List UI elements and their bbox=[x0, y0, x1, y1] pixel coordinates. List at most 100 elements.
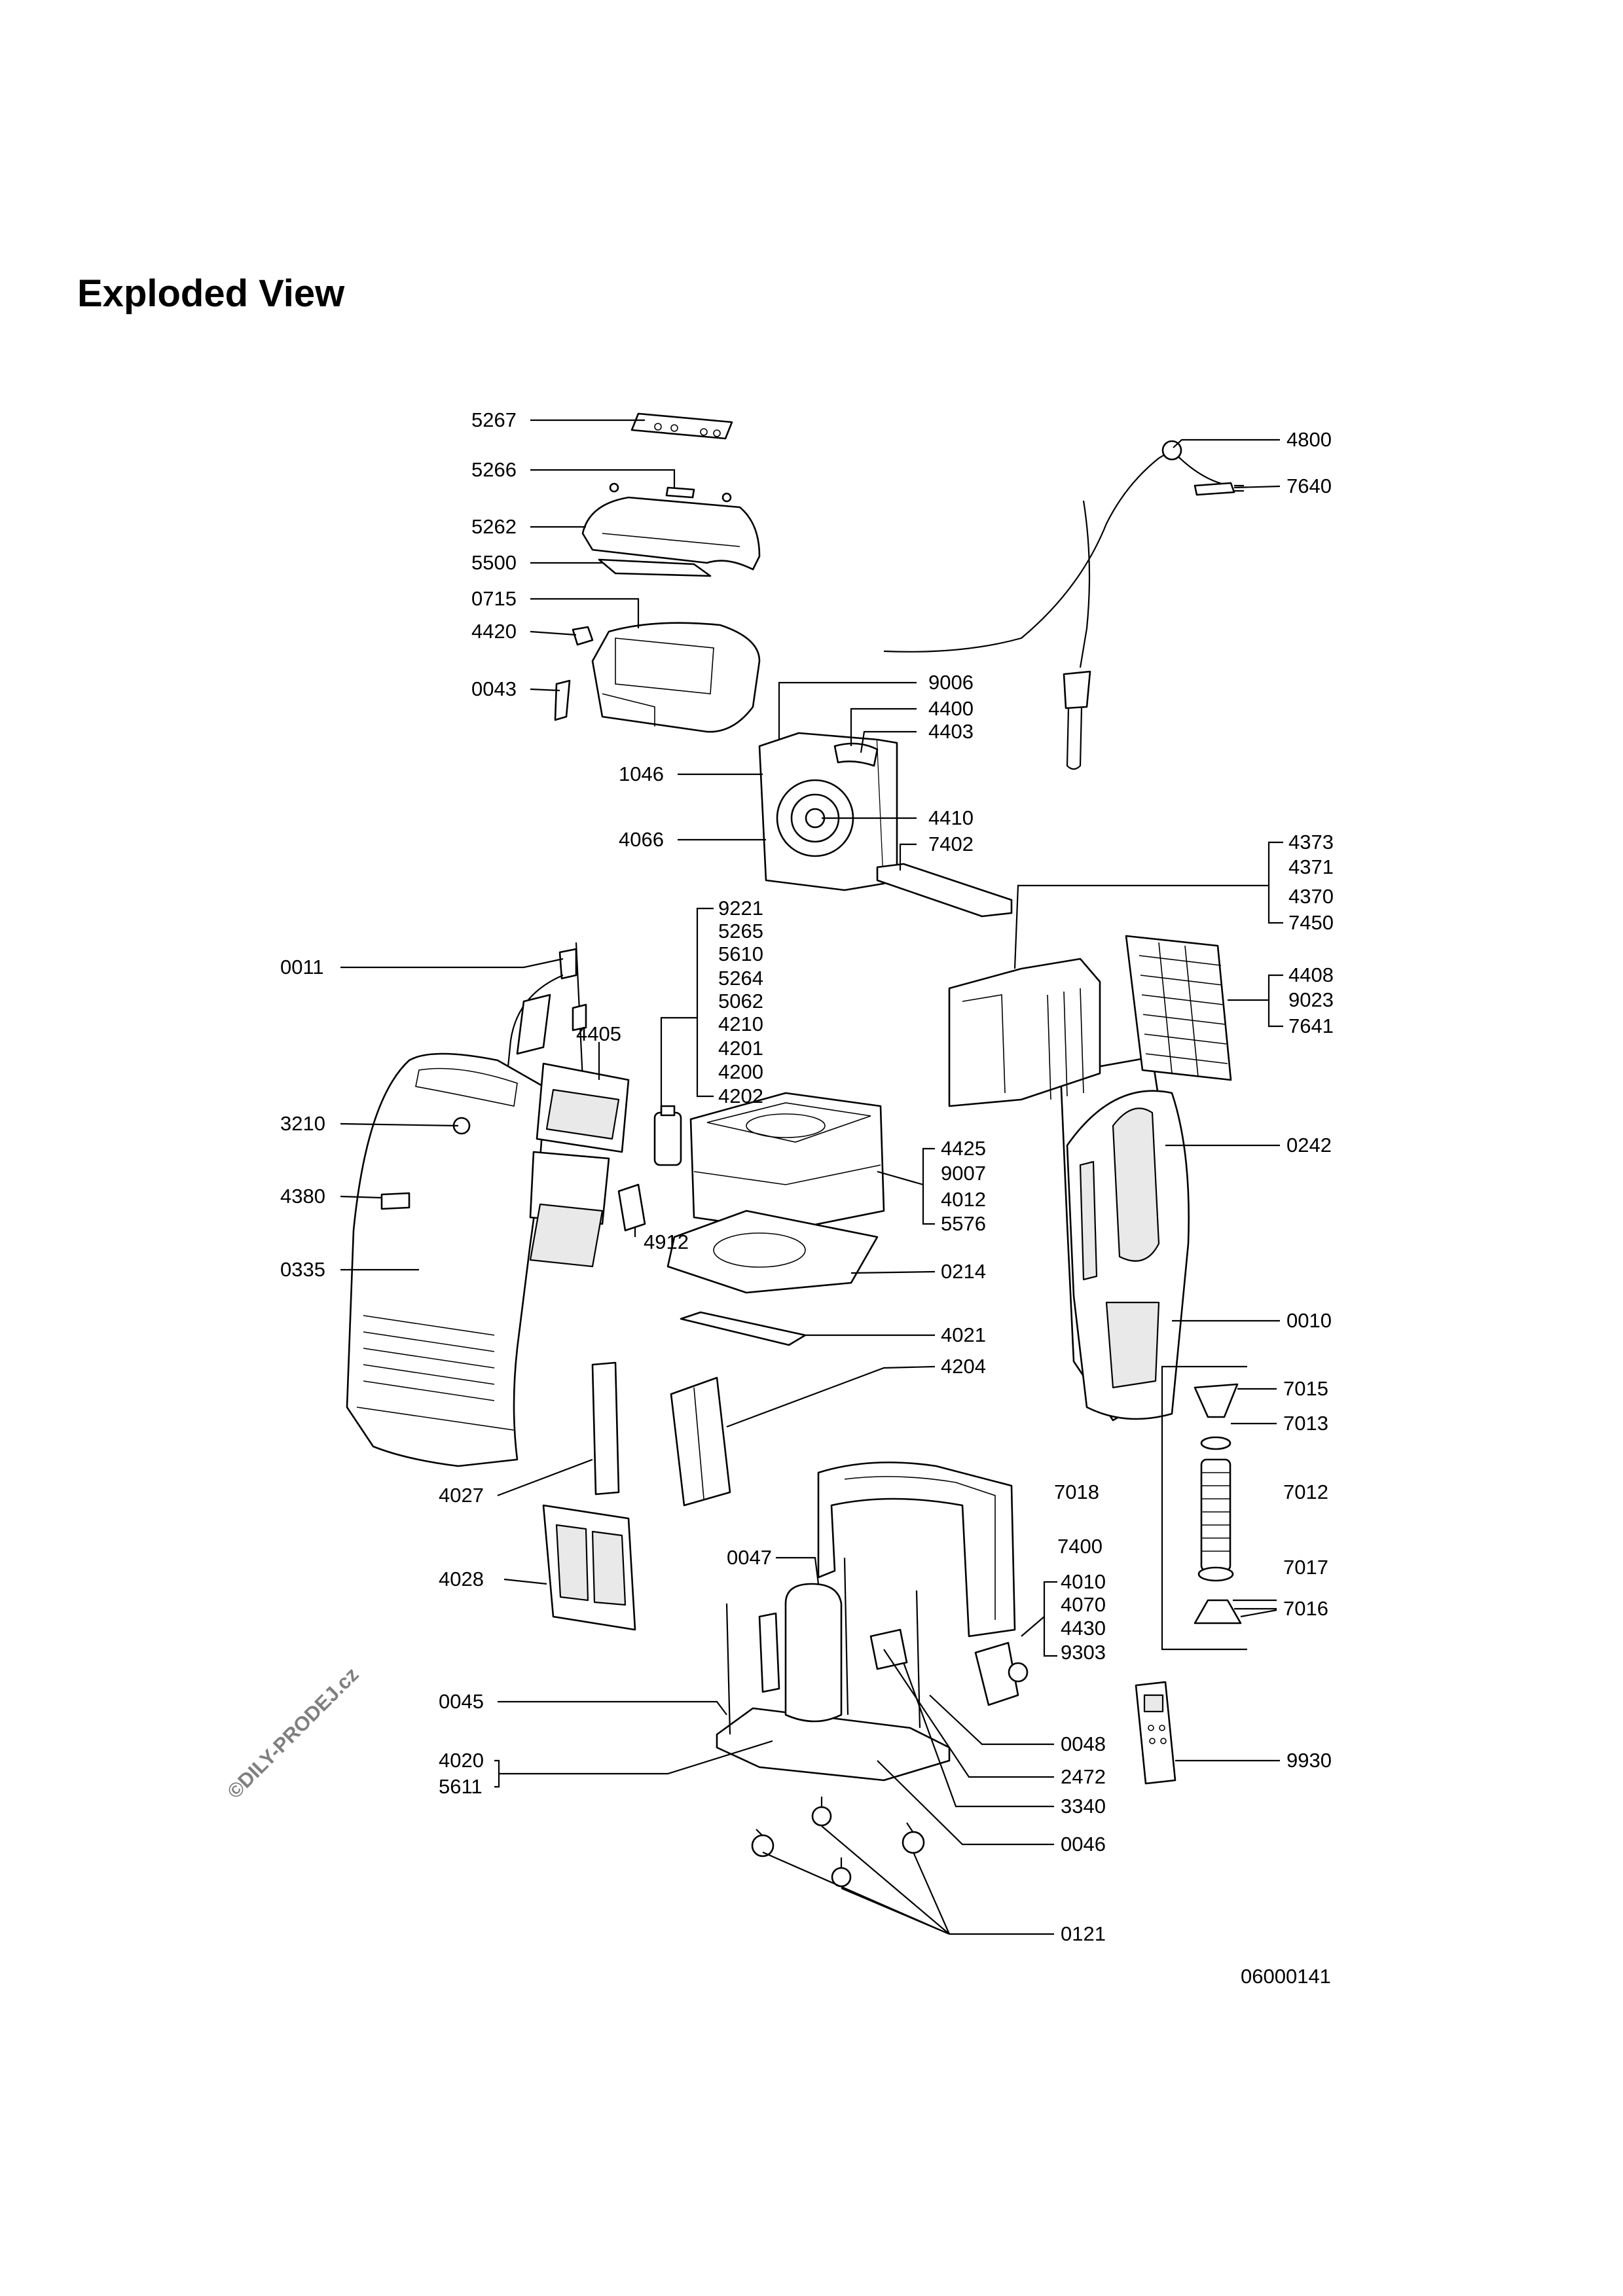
label-4370: 4370 bbox=[1288, 885, 1334, 908]
label-4070: 4070 bbox=[1061, 1593, 1106, 1616]
part-0335-front-casing bbox=[346, 1052, 545, 1467]
label-0010: 0010 bbox=[1286, 1309, 1332, 1332]
part-4405-evaporator bbox=[529, 1062, 630, 1268]
label-0335: 0335 bbox=[280, 1258, 325, 1281]
label-4380: 4380 bbox=[280, 1185, 325, 1208]
label-5610: 5610 bbox=[718, 942, 763, 965]
part-0121-castors bbox=[751, 1797, 925, 1888]
label-4010: 4010 bbox=[1061, 1570, 1106, 1593]
label-9303: 9303 bbox=[1061, 1641, 1106, 1664]
label-9023: 9023 bbox=[1288, 988, 1334, 1011]
label-4012: 4012 bbox=[941, 1188, 986, 1211]
label-0214: 0214 bbox=[941, 1260, 986, 1283]
part-4010-motor bbox=[974, 1641, 1029, 1706]
label-4028: 4028 bbox=[439, 1568, 484, 1590]
part-labels: 5267 5266 5262 5500 0715 4420 0043 1046 … bbox=[280, 408, 1334, 1988]
part-4912 bbox=[617, 1183, 646, 1232]
part-0011 bbox=[506, 942, 587, 1081]
part-7402 bbox=[876, 863, 1013, 918]
label-9007: 9007 bbox=[941, 1162, 986, 1185]
part-0715 bbox=[591, 622, 761, 733]
label-7641: 7641 bbox=[1288, 1014, 1334, 1037]
part-4210-capacitor bbox=[653, 1105, 682, 1166]
part-4028 bbox=[542, 1504, 636, 1631]
label-4200: 4200 bbox=[718, 1060, 763, 1083]
label-9221: 9221 bbox=[718, 897, 763, 920]
part-5267 bbox=[630, 412, 733, 440]
label-0121: 0121 bbox=[1061, 1922, 1106, 1945]
part-4420 bbox=[572, 626, 594, 646]
part-5262 bbox=[581, 482, 761, 571]
label-3340: 3340 bbox=[1061, 1795, 1106, 1818]
label-0045: 0045 bbox=[439, 1690, 484, 1713]
label-7013: 7013 bbox=[1283, 1412, 1328, 1435]
label-7018: 7018 bbox=[1054, 1480, 1099, 1503]
label-4027: 4027 bbox=[439, 1484, 484, 1507]
label-7640: 7640 bbox=[1286, 475, 1332, 497]
label-7015: 7015 bbox=[1283, 1377, 1328, 1400]
part-4373-condenser bbox=[948, 958, 1101, 1107]
label-4400: 4400 bbox=[928, 697, 974, 720]
label-7400: 7400 bbox=[1057, 1535, 1103, 1558]
label-4204: 4204 bbox=[941, 1355, 986, 1378]
part-4204 bbox=[670, 1376, 731, 1507]
part-0214 bbox=[666, 1210, 879, 1294]
label-9930: 9930 bbox=[1286, 1749, 1332, 1772]
label-4425: 4425 bbox=[941, 1137, 986, 1160]
drawing-number: 06000141 bbox=[1241, 1965, 1331, 1988]
label-5062: 5062 bbox=[718, 990, 763, 1013]
label-4405: 4405 bbox=[576, 1022, 621, 1045]
label-5265: 5265 bbox=[718, 920, 763, 942]
watermark: ©DILY-PRODEJ.cz bbox=[223, 1663, 363, 1803]
part-0010-rear-casing bbox=[1059, 1056, 1190, 1422]
label-5262: 5262 bbox=[471, 515, 517, 538]
label-7012: 7012 bbox=[1283, 1480, 1328, 1503]
label-3210: 3210 bbox=[280, 1112, 325, 1135]
label-4020: 4020 bbox=[439, 1749, 484, 1772]
label-4021: 4021 bbox=[941, 1323, 986, 1346]
label-0047: 0047 bbox=[727, 1546, 772, 1569]
label-4403: 4403 bbox=[928, 720, 974, 743]
page-title: Exploded View bbox=[77, 272, 345, 315]
part-7018-hose-kit bbox=[1194, 1383, 1242, 1624]
part-5266 bbox=[665, 486, 695, 499]
label-0242: 0242 bbox=[1286, 1134, 1332, 1157]
label-7016: 7016 bbox=[1283, 1597, 1328, 1620]
label-5267: 5267 bbox=[471, 408, 517, 431]
part-4021 bbox=[680, 1311, 807, 1346]
label-4912: 4912 bbox=[644, 1230, 689, 1253]
part-5500 bbox=[598, 558, 712, 577]
label-4800: 4800 bbox=[1286, 428, 1332, 451]
label-0715: 0715 bbox=[471, 587, 517, 610]
label-5264: 5264 bbox=[718, 967, 763, 990]
part-4800-power-cord bbox=[883, 440, 1244, 770]
label-4420: 4420 bbox=[471, 620, 517, 643]
label-4410: 4410 bbox=[928, 806, 974, 829]
label-4066: 4066 bbox=[619, 828, 664, 851]
part-drawings bbox=[346, 412, 1244, 1888]
leader-lines bbox=[340, 419, 1283, 1935]
label-5611: 5611 bbox=[439, 1775, 483, 1798]
label-1046: 1046 bbox=[619, 762, 664, 785]
label-4210: 4210 bbox=[718, 1013, 763, 1035]
label-4202: 4202 bbox=[718, 1085, 763, 1107]
label-7450: 7450 bbox=[1288, 911, 1334, 934]
part-4027 bbox=[591, 1361, 620, 1496]
label-2472: 2472 bbox=[1061, 1765, 1106, 1788]
part-4425-base-plate bbox=[689, 1092, 885, 1232]
label-4201: 4201 bbox=[718, 1037, 763, 1060]
label-0046: 0046 bbox=[1061, 1833, 1106, 1856]
part-0043 bbox=[554, 679, 571, 721]
label-9006: 9006 bbox=[928, 671, 974, 694]
label-4408: 4408 bbox=[1288, 963, 1334, 986]
label-7402: 7402 bbox=[928, 833, 974, 855]
label-0011: 0011 bbox=[280, 956, 324, 978]
label-5576: 5576 bbox=[941, 1212, 986, 1235]
part-9930-remote bbox=[1135, 1681, 1176, 1785]
label-5266: 5266 bbox=[471, 458, 517, 481]
part-0045-chassis bbox=[716, 1557, 951, 1782]
label-0043: 0043 bbox=[471, 677, 517, 700]
part-9006-fan-housing bbox=[758, 732, 898, 891]
label-7017: 7017 bbox=[1283, 1556, 1328, 1579]
